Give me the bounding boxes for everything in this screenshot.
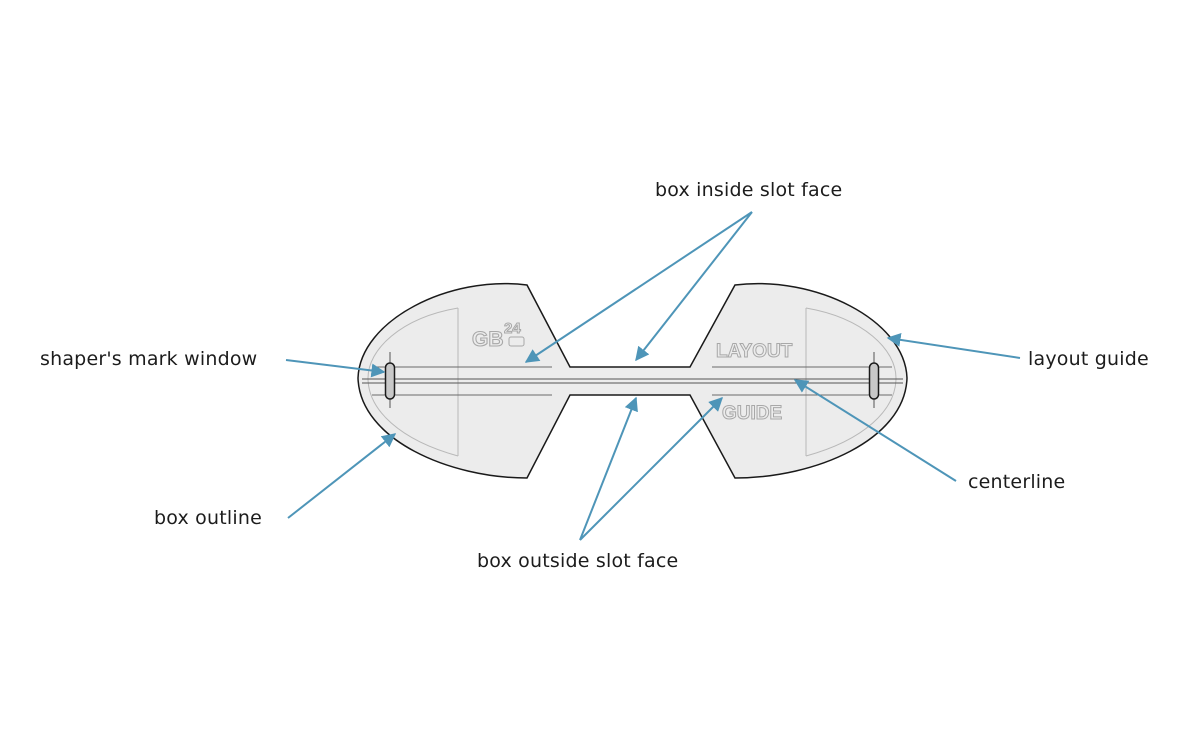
logo-number: 24 [504,320,521,337]
engraved-word-guide: GUIDE [722,403,782,424]
arrow-inside-slot-face-right [635,211,753,362]
arrow-box-outline [287,433,397,519]
label-box-outline: box outline [154,507,262,529]
label-layout-guide: layout guide [1028,348,1149,370]
label-box-outside-slot-face: box outside slot face [477,550,679,572]
arrow-outside-slot-face-right [579,397,723,541]
arrow-centerline [793,379,957,482]
arrow-inside-slot-face-left [524,211,753,363]
label-shapers-mark-window: shaper's mark window [40,348,258,370]
box-outline-line-right [805,307,897,457]
logo-letters: GB [472,328,504,351]
box-outline-line [367,307,459,457]
label-box-inside-slot-face: box inside slot face [655,179,843,201]
shapers-mark-window-left [384,362,396,400]
arrow-outside-slot-face-left [579,396,638,541]
engraved-word-layout: LAYOUT [716,341,793,362]
shapers-mark-window-right [868,362,880,400]
arrow-shapers-mark-window [285,359,386,378]
logo-box-icon [508,336,525,347]
layout-guide-body [357,282,908,479]
label-centerline: centerline [968,471,1066,493]
arrow-layout-guide [886,332,1021,359]
